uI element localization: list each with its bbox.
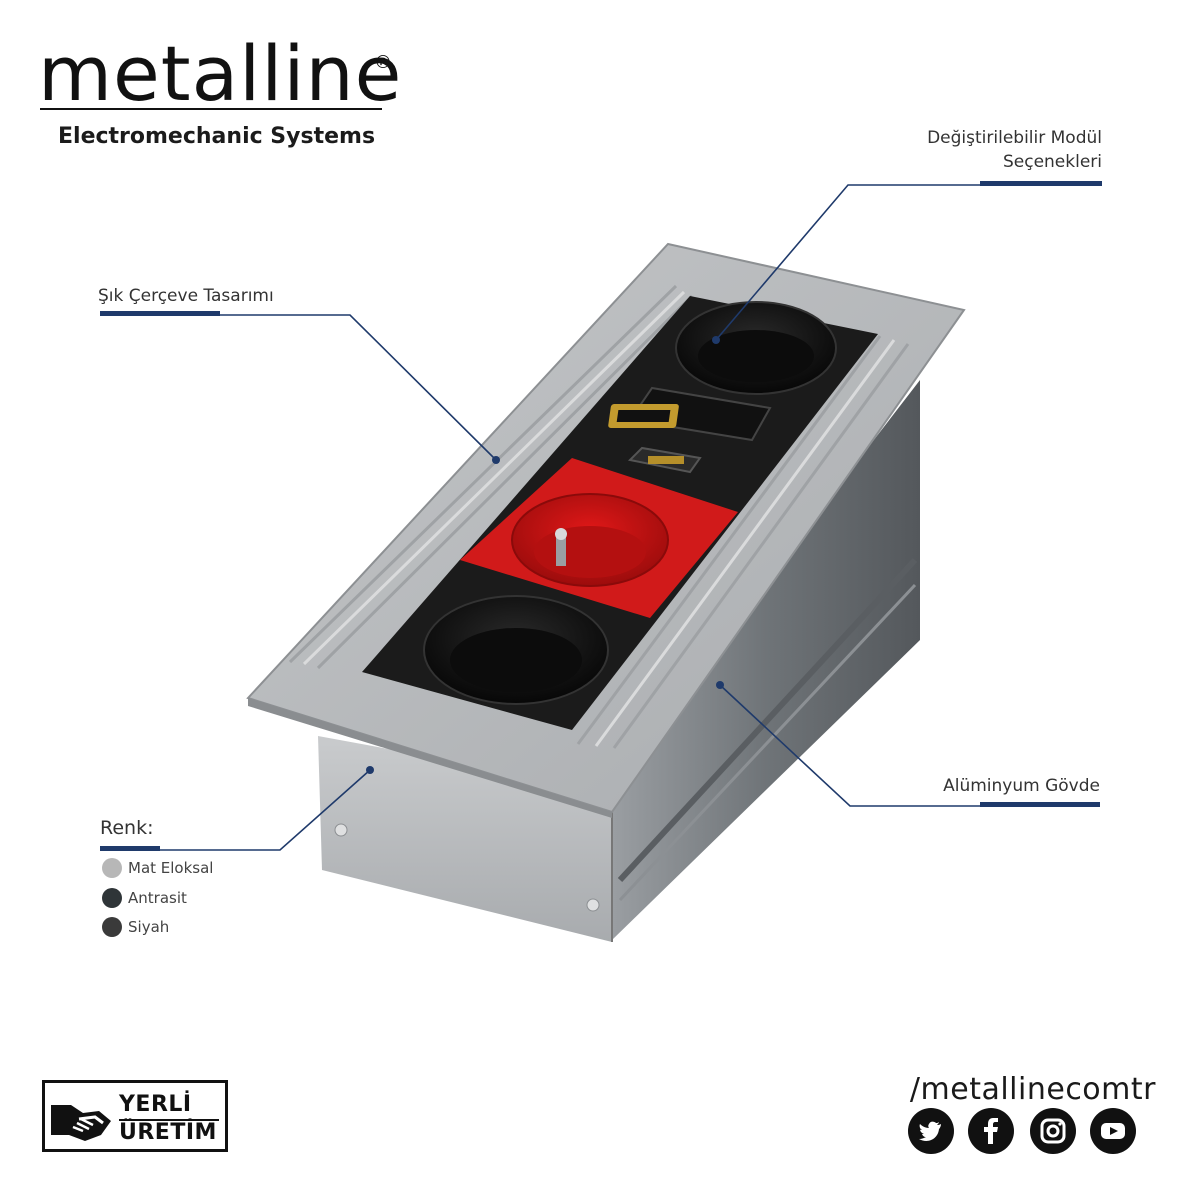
handshake-icon [51, 1105, 111, 1141]
color-option-mat-eloksal: Mat Eloksal [102, 858, 213, 878]
badge-rule [119, 1119, 219, 1121]
color-option-antrasit: Antrasit [102, 888, 187, 908]
swatch-label: Siyah [128, 918, 170, 936]
callout-frame: Şık Çerçeve Tasarımı [98, 286, 274, 306]
swatch-label: Mat Eloksal [128, 859, 214, 877]
registered-mark: ® [374, 52, 392, 73]
youtube-icon[interactable] [1090, 1108, 1136, 1154]
swatch-dot [102, 888, 122, 908]
brand-logo: metalline [38, 29, 403, 118]
color-option-siyah: Siyah [102, 917, 169, 937]
facebook-icon[interactable] [968, 1108, 1014, 1154]
social-handle[interactable]: /metallinecomtr [909, 1072, 1156, 1107]
swatch-dot [102, 917, 122, 937]
twitter-icon[interactable] [908, 1108, 954, 1154]
callout-body: Alüminyum Gövde [943, 776, 1100, 796]
body-right-side [612, 380, 920, 940]
badge-line2: ÜRETİM [119, 1120, 217, 1145]
callout-modules-line2: Seçenekleri [1002, 152, 1102, 172]
brand-tagline: Electromechanic Systems [58, 124, 376, 149]
badge-line1: YERLİ [119, 1092, 192, 1117]
yerli-uretim-badge: YERLİ ÜRETİM [42, 1080, 228, 1152]
color-section-title: Renk: [100, 817, 154, 839]
logo-underline [40, 108, 382, 110]
instagram-icon[interactable] [1030, 1108, 1076, 1154]
swatch-dot [102, 858, 122, 878]
callout-modules-line1: Değiştirilebilir Modül [927, 128, 1102, 148]
swatch-label: Antrasit [128, 889, 187, 907]
callout-modules: Değiştirilebilir Modül Seçenekleri [927, 126, 1102, 174]
